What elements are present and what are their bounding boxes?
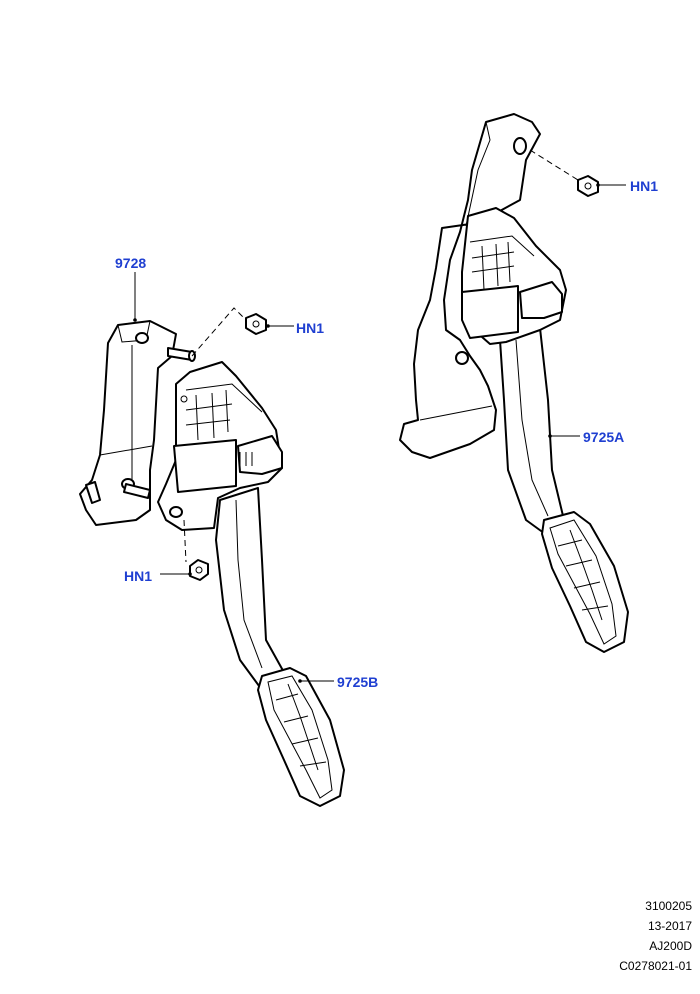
stud-upper <box>167 347 196 362</box>
reference-line-1: 3100205 <box>645 899 692 913</box>
reference-block: 3100205 13-2017 AJ200D C0278021-01 <box>619 896 692 976</box>
nut-upper-left <box>245 313 267 335</box>
callout-9725b: 9725B <box>337 674 379 690</box>
reference-line-3: AJ200D <box>649 939 692 953</box>
nut-lower-left <box>189 559 209 581</box>
callout-9728: 9728 <box>115 255 147 271</box>
nut-upper-right <box>577 175 599 197</box>
leader-lines <box>133 183 626 683</box>
pedal-9725b <box>157 361 345 807</box>
mounting-bracket <box>79 320 177 526</box>
callout-hn1-lower-left: HN1 <box>124 568 153 584</box>
reference-line-4: C0278021-01 <box>619 959 692 973</box>
dashed-assembly-lines <box>183 149 579 563</box>
callout-9725a: 9725A <box>583 429 625 445</box>
callout-hn1-upper-right: HN1 <box>630 178 659 194</box>
reference-line-2: 13-2017 <box>647 919 692 933</box>
callout-hn1-upper-left: HN1 <box>296 320 325 336</box>
stud-lower <box>123 483 151 499</box>
pedal-9725a <box>399 113 629 653</box>
